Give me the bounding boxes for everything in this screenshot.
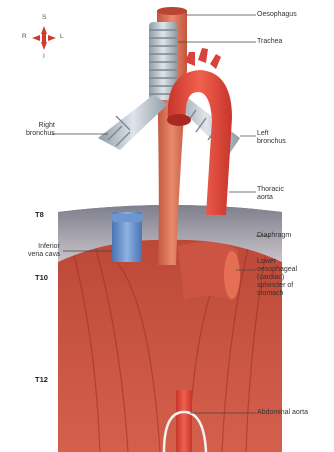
label-oesophagus: Oesophagus [257,11,297,19]
compass-right: R [22,33,27,40]
compass-inferior: I [43,53,45,60]
sphincter-opening [224,251,240,299]
label-left-bronchus: Left bronchus [257,130,286,146]
label-trachea: Trachea [257,38,282,46]
level-t12: T12 [35,375,48,384]
level-t10: T10 [35,273,48,282]
label-right-bronchus: Right bronchus [26,122,55,138]
level-t8: T8 [35,210,44,219]
label-lower-oesophageal-sphincter: Lower oesophageal (cardiac) sphincter of… [257,258,297,298]
compass-superior: S [42,14,46,21]
ivc-shape [110,212,144,262]
label-diaphragm: Diaphragm [257,232,291,240]
compass-rose [32,26,56,50]
label-abdominal-aorta: Abdominal aorta [257,409,308,417]
oesophagus-opening [157,7,187,15]
compass-left: L [60,33,64,40]
abdominal-aorta-shape [176,390,192,452]
label-thoracic-aorta: Thoracic aorta [257,186,284,202]
label-inferior-vena-cava: Inferior vena cava [28,243,60,259]
